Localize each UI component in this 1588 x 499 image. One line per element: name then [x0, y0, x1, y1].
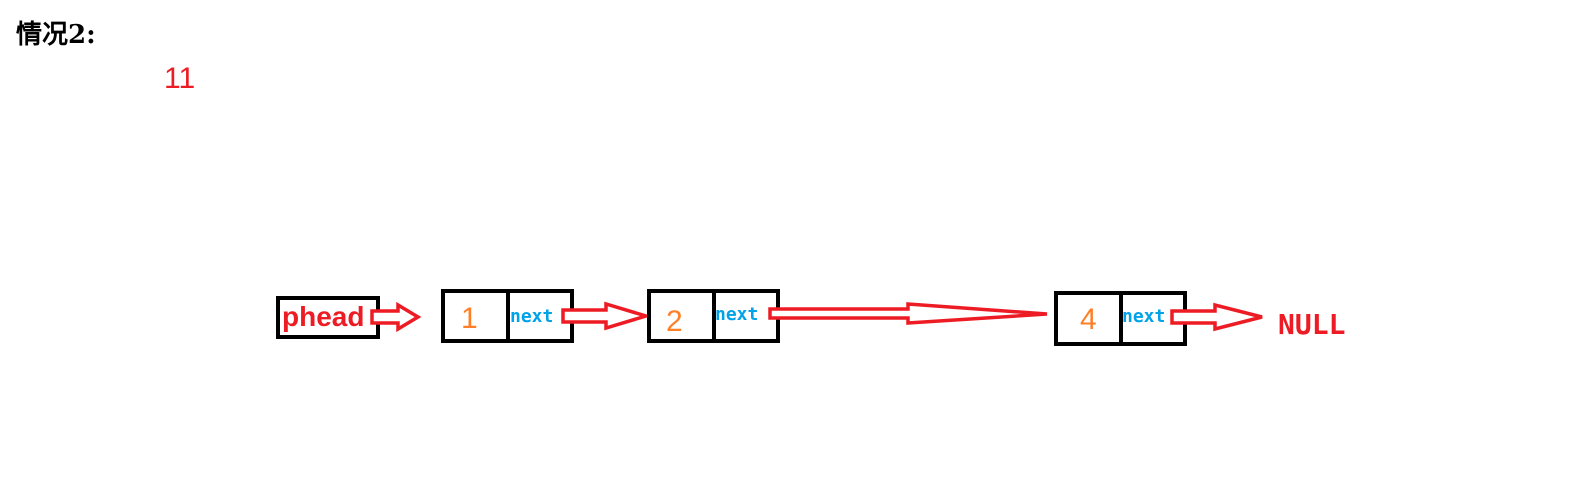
arrow-node4-to-null — [1170, 302, 1263, 332]
page-title: 情况2: — [16, 20, 96, 50]
node-next-field: next — [1122, 306, 1165, 327]
arrow-phead-to-node1 — [370, 301, 422, 333]
node-value: 1 — [461, 302, 478, 335]
phead-box — [276, 296, 380, 339]
arrow-node2-to-node4 — [768, 302, 1048, 325]
annotation-number: 11 — [164, 62, 196, 95]
list-node: 1 next — [441, 289, 574, 343]
null-label: NULL — [1278, 308, 1345, 341]
node-value: 4 — [1080, 303, 1097, 336]
node-next-field: next — [715, 304, 758, 325]
node-next-field: next — [510, 306, 553, 327]
phead-label: phead — [282, 301, 364, 332]
arrow-node1-to-node2 — [561, 301, 653, 331]
list-node: 4 next — [1054, 291, 1187, 346]
node-value: 2 — [666, 305, 683, 338]
list-node: 2 next — [647, 289, 780, 343]
